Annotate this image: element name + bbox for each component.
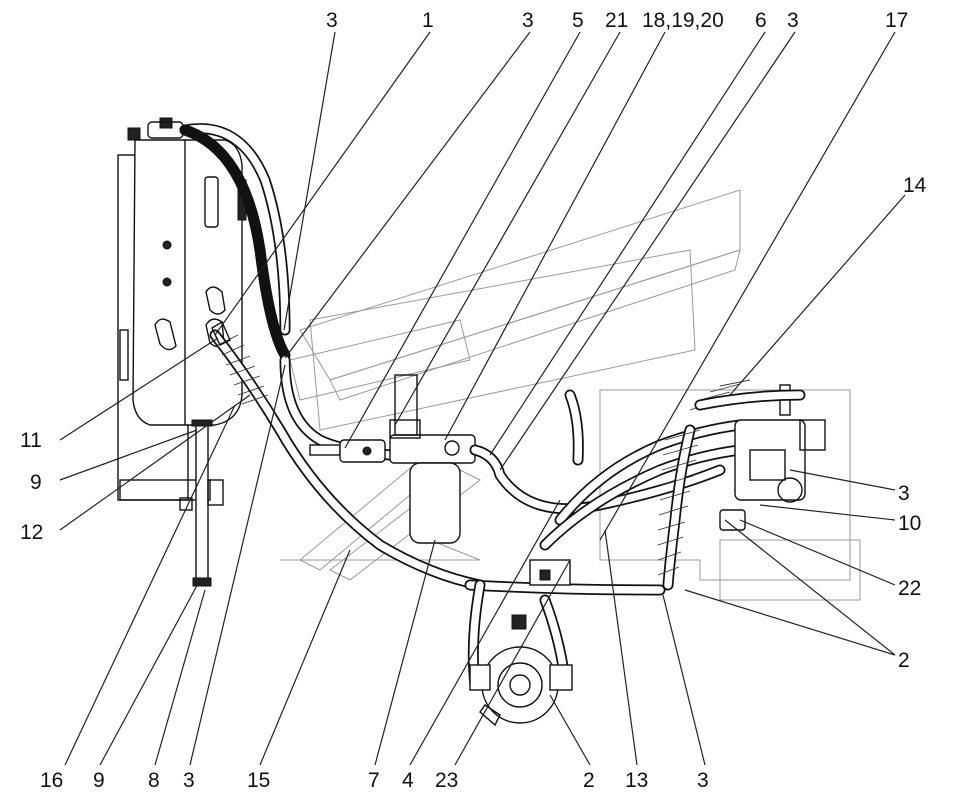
- callout-bottom-10: 13: [625, 769, 648, 792]
- right-pump: [694, 384, 826, 531]
- callout-top-8: 3: [787, 9, 799, 32]
- callout-bottom-6: 7: [368, 769, 380, 792]
- filter-assembly: [309, 374, 476, 544]
- callout-left-1: 11: [20, 429, 42, 452]
- callout-bottom-4: 3: [183, 769, 195, 792]
- callout-labels: 3 1 3 5 21 18,19,20 6 3 17 14 3 10 22 2 …: [20, 9, 927, 792]
- callout-right-5: 2: [898, 649, 910, 672]
- callout-bottom-9: 2: [583, 769, 595, 792]
- callout-top-3: 3: [522, 9, 534, 32]
- callout-bottom-2: 9: [93, 769, 105, 792]
- callout-left-2: 9: [30, 471, 42, 494]
- drain-pipe: [191, 419, 224, 587]
- callout-bottom-3: 8: [148, 769, 160, 792]
- callout-bottom-1: 16: [40, 769, 63, 792]
- hydraulic-tank: [117, 117, 247, 511]
- callout-top-6: 18,19,20: [642, 9, 724, 32]
- callout-right-3: 10: [898, 512, 921, 535]
- callout-left-3: 12: [20, 521, 43, 544]
- callout-bottom-7: 4: [402, 769, 414, 792]
- callout-top-2: 1: [422, 9, 434, 32]
- callout-bottom-5: 15: [247, 769, 270, 792]
- pressure-hoses: [464, 389, 746, 596]
- callout-top-1: 3: [326, 9, 338, 32]
- callout-right-2: 3: [898, 482, 910, 505]
- leader-lines: [59, 31, 906, 766]
- callout-bottom-8: 23: [435, 769, 458, 792]
- callout-top-9: 17: [885, 9, 908, 32]
- callout-bottom-11: 3: [697, 769, 709, 792]
- callout-right-1: 14: [903, 174, 927, 197]
- callout-top-5: 21: [605, 9, 628, 32]
- callout-top-4: 5: [572, 9, 584, 32]
- callout-top-7: 6: [755, 9, 767, 32]
- bottom-pump: [467, 559, 573, 727]
- callout-right-4: 22: [898, 577, 921, 600]
